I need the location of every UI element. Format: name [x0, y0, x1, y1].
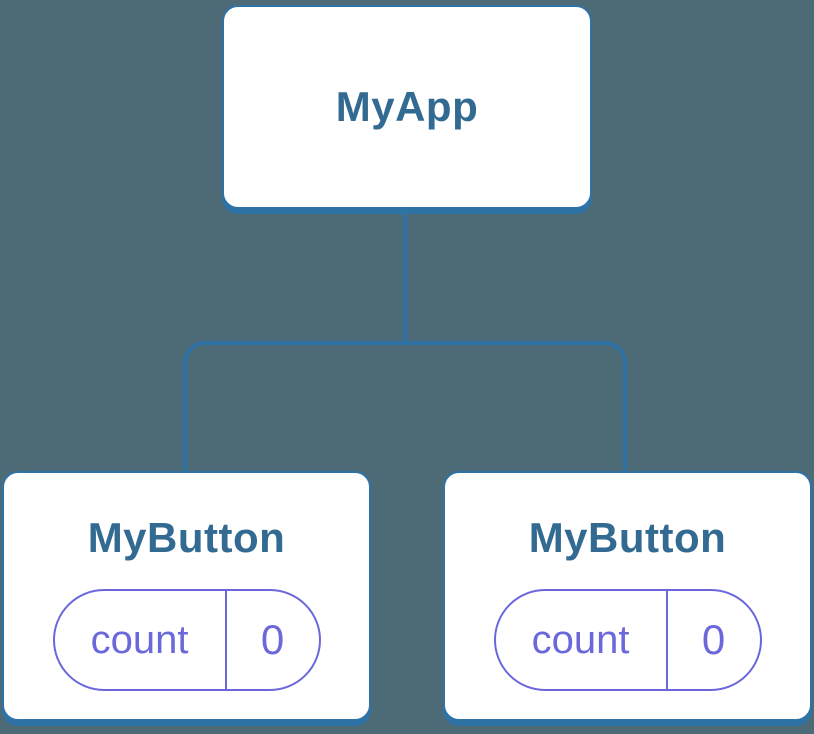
state-value: 0 — [260, 616, 285, 663]
state-name: count — [90, 618, 189, 662]
state-name: count — [531, 618, 630, 662]
state-value: 0 — [701, 616, 726, 663]
component-node-child-2: MyButton count 0 — [443, 471, 812, 721]
state-name-cell: count — [496, 591, 666, 689]
component-label: MyApp — [335, 83, 479, 130]
component-node-root: MyApp — [222, 5, 592, 209]
state-pill: count 0 — [493, 589, 762, 691]
connector-stem — [403, 209, 407, 343]
state-pill: count 0 — [52, 589, 321, 691]
state-name-cell: count — [55, 591, 225, 689]
component-node-child-1: MyButton count 0 — [2, 471, 371, 721]
connector-bracket — [183, 341, 627, 473]
component-label: MyButton — [528, 514, 727, 561]
state-value-cell: 0 — [665, 591, 760, 689]
state-value-cell: 0 — [224, 591, 319, 689]
component-label: MyButton — [87, 514, 286, 561]
